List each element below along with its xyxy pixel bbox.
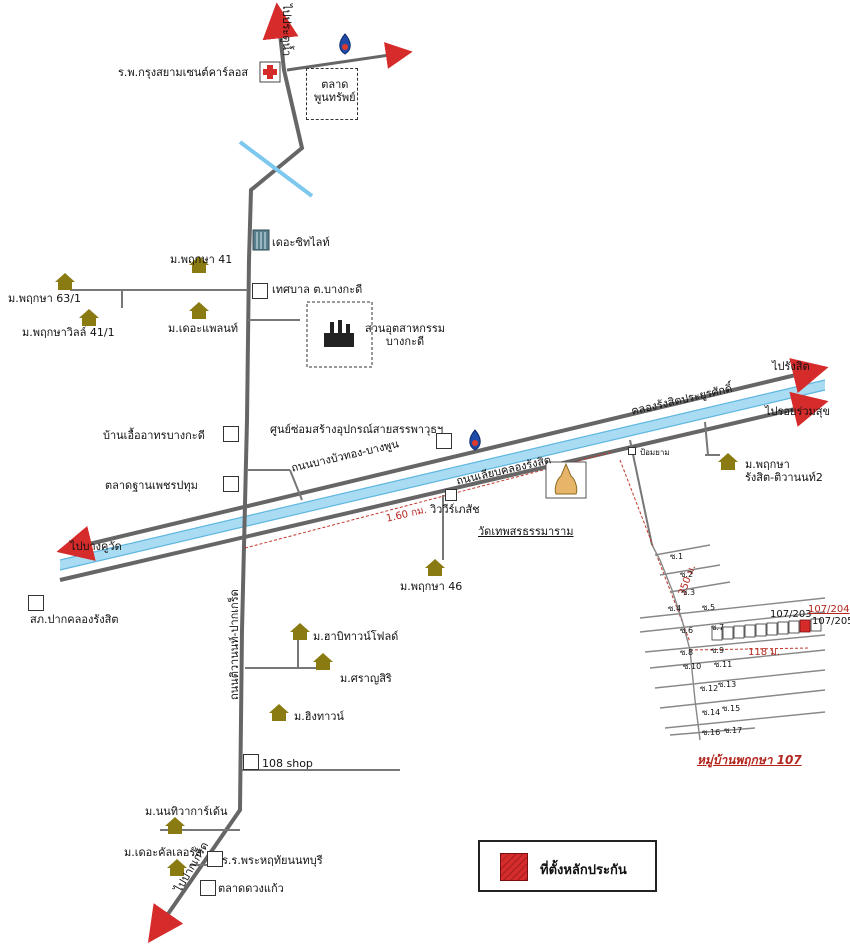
pruksa41-label: ม.พฤกษา 41 xyxy=(170,253,233,266)
collateral-plot-marker[interactable] xyxy=(799,619,811,633)
temple-label: วัดเทพสรธรรมาราม xyxy=(478,525,574,538)
hospital-label: ร.พ.กรุงสยามเซนต์คาร์ลอส xyxy=(118,66,249,79)
vivat-label: วิววีร์เภสัช xyxy=(430,503,480,516)
tiwanon-road-label: ถนนติวานนท์-ปากเกร็ด xyxy=(228,589,241,700)
junction-label: ป้อมยาม xyxy=(640,448,670,457)
soi-label: ซ.12 xyxy=(700,684,719,693)
soi-label: ซ.13 xyxy=(718,680,737,689)
building-icon xyxy=(252,229,270,251)
welfare-house-box xyxy=(223,426,239,442)
tiwanon-road-line[interactable] xyxy=(147,2,305,943)
saransiri-label: ม.ศราญสิริ xyxy=(340,672,392,685)
soi-label: ซ.15 xyxy=(722,704,741,713)
pruksa46-label: ม.พฤกษา 46 xyxy=(400,580,463,593)
police-label: สภ.ปากคลองรังสิต xyxy=(30,613,119,626)
soi-label: ซ.9 xyxy=(711,646,725,655)
map-legend: ที่ตั้งหลักประกัน xyxy=(478,840,657,892)
the-castle-label: ม.เดอะคัลเลอร์ส xyxy=(124,846,202,859)
soi-label: ซ.5 xyxy=(702,603,716,612)
soi-label: ซ.8 xyxy=(680,648,694,657)
side-streets xyxy=(70,289,720,866)
plot-distance-label: 118 ม. xyxy=(748,647,781,658)
repair-center-box xyxy=(436,433,452,449)
inset-streets xyxy=(639,544,826,741)
pruksaville41-1-label: ม.พฤกษาวิลล์ 41/1 xyxy=(22,326,115,339)
hospital-icon xyxy=(259,61,281,83)
soi-label: ซ.11 xyxy=(714,660,733,669)
inset-house-row xyxy=(711,618,822,641)
market-duangkaew-box xyxy=(200,880,216,896)
pruksa-rangsit-label: ม.พฤกษา รังสิต-ติวานนท์2 xyxy=(745,458,823,484)
gas-station-icon xyxy=(469,429,481,451)
soi-label: ซ.14 xyxy=(702,708,721,717)
the-plant-label: ม.เดอะแพลนท์ xyxy=(168,322,239,335)
soi-label: ซ.10 xyxy=(683,662,702,671)
soi-label: ซ.6 xyxy=(680,626,694,635)
inset-title: หมู่บ้านพฤกษา 107 xyxy=(697,753,802,767)
shop108-box xyxy=(243,754,259,770)
junction-box xyxy=(628,447,636,455)
market-pet-box xyxy=(223,476,239,492)
soi-label: ซ.1 xyxy=(670,552,684,561)
legend-label: ที่ตั้งหลักประกัน xyxy=(540,863,627,878)
temple-icon xyxy=(545,461,587,499)
municipality-box xyxy=(252,283,268,299)
market-poonsap-label: ตลาด พูนทรัพย์ xyxy=(314,78,356,104)
rangsit-direction-label: ไปรังสิต xyxy=(772,360,810,373)
bangkhuwat-direction-label: ไปบางคูวัด xyxy=(70,540,122,553)
rangsit-canal-direction-label: ไปรอยร่วมสุข xyxy=(765,405,831,418)
soi-label: ซ.17 xyxy=(724,726,743,735)
market-poonsap-boundary xyxy=(306,68,358,120)
market-duangkaew-label: ตลาดดวงแก้ว xyxy=(218,882,284,895)
municipality-label: เทศบาล ต.บางกะดี xyxy=(272,283,363,296)
factory-icon xyxy=(324,320,354,347)
school-label: ร.ร.พระหฤทัยนนทบุรี xyxy=(222,854,323,867)
industrial-estate-label: สวนอุตสาหกรรม บางกะดี xyxy=(365,322,446,348)
plot-c-label: 107/205 xyxy=(812,616,850,627)
collateral-swatch xyxy=(500,853,528,881)
habitown-label: ม.ฮิงทาวน์ xyxy=(294,710,344,723)
nanthiwa-label: ม.นนทิวาการ์เด้น xyxy=(145,805,228,818)
soi-label: ซ.7 xyxy=(711,623,725,632)
shop108-label: 108 shop xyxy=(262,757,313,770)
soi-label: ซ.4 xyxy=(668,604,682,613)
market-pet-label: ตลาดฐานเพชรปทุม xyxy=(105,479,198,492)
north-direction-label: ไปประตูน้ำ xyxy=(280,4,293,57)
welfare-house-label: บ้านเอื้ออาทรบางกะดี xyxy=(103,429,205,442)
north-branch-road[interactable] xyxy=(286,42,413,72)
industrial-estate-boundary xyxy=(306,301,373,368)
gas-station-icon xyxy=(339,33,351,55)
police-box xyxy=(28,595,44,611)
school-box xyxy=(207,851,223,867)
pruksa63-1-label: ม.พฤกษา 63/1 xyxy=(8,292,81,305)
plot-b-label: 107/204 xyxy=(808,604,850,615)
small-canal xyxy=(238,140,314,198)
vivat-box xyxy=(445,489,457,501)
repair-center-label: ศูนย์ซ่อมสร้างอุปกรณ์สายสรรพาวุธฯ xyxy=(270,423,444,436)
soi-label: ซ.3 xyxy=(682,588,696,597)
plot-a-label: 107/203 xyxy=(770,609,812,620)
habitown-fold-label: ม.ฮาบิทาวน์โฟลด์ xyxy=(313,630,399,643)
soi-label: ซ.2 xyxy=(680,570,694,579)
city-light-label: เดอะซิทไลท์ xyxy=(272,236,330,249)
soi-label: ซ.16 xyxy=(702,728,721,737)
distance-route xyxy=(244,451,811,651)
village-house-icons xyxy=(55,256,738,876)
